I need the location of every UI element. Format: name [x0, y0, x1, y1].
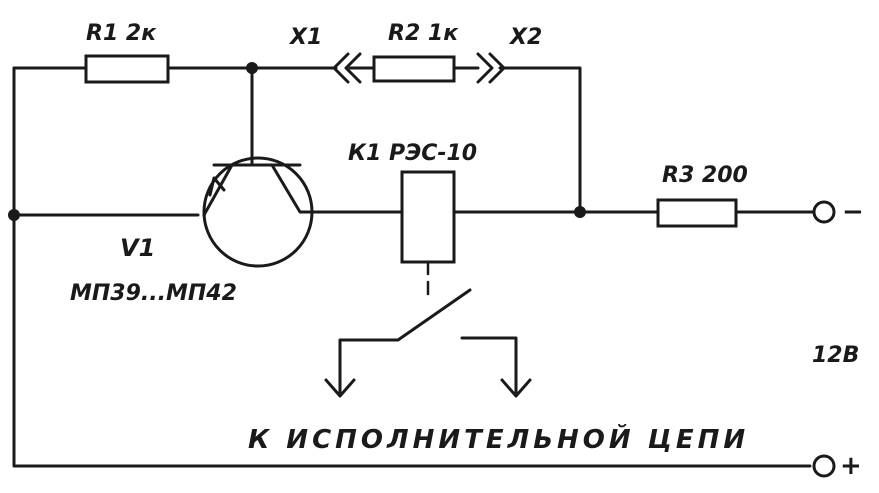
resistor-r2 [372, 55, 456, 83]
contact-right [460, 336, 518, 394]
connector-x1 [318, 52, 362, 84]
junction-top [246, 62, 258, 74]
label-caption: К ИСПОЛНИТЕЛЬНОЙ ЦЕПИ [248, 423, 749, 455]
transistor-arrow-icon [208, 176, 226, 197]
label-x1: X1 [288, 25, 322, 50]
terminal-plus [812, 454, 836, 478]
resistor-r3 [656, 198, 738, 228]
relay-k1-coil [400, 170, 456, 264]
contact-left-lever [338, 288, 472, 394]
label-x2: X2 [508, 25, 542, 50]
label-r2: R2 1к [388, 21, 459, 46]
label-v1-type: МП39...МП42 [70, 281, 237, 306]
output-right-arrow-icon [500, 378, 532, 398]
terminal-minus [812, 200, 836, 224]
relay-contact [324, 288, 532, 398]
connector-x2 [476, 52, 506, 84]
transistor-v1 [202, 156, 314, 268]
junction-right [574, 206, 586, 218]
junction-left [8, 209, 20, 221]
resistor-r1 [84, 54, 170, 84]
label-supply: 12В [812, 343, 859, 368]
label-r3: R3 200 [662, 163, 748, 188]
wire-x2-right [498, 66, 582, 214]
label-k1: К1 РЭС-10 [348, 141, 477, 166]
label-r1: R1 2к [86, 21, 157, 46]
label-v1: V1 [120, 234, 155, 262]
transistor-emitter [202, 163, 234, 217]
wiring [12, 66, 814, 468]
label-plus: + [840, 451, 862, 481]
label-minus: − [842, 197, 864, 227]
wire-left-bottom-rail [12, 66, 812, 468]
output-left-arrow-icon [324, 378, 356, 398]
transistor-collector [270, 163, 314, 214]
